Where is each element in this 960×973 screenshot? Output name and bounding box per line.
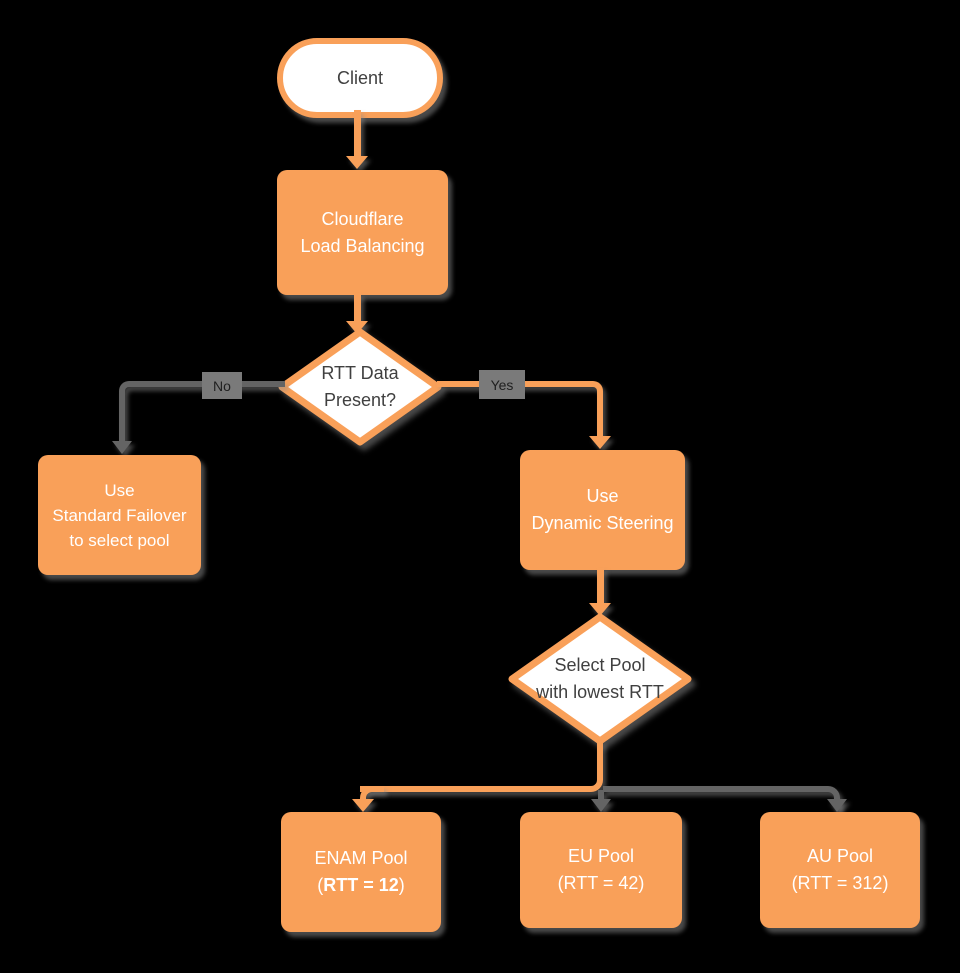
node-enam-pool: ENAM Pool (RTT = 12) xyxy=(281,812,441,932)
node-client: Client xyxy=(277,38,443,118)
edge-select-to-eu xyxy=(598,790,604,801)
node-cloudflare-lb-line2: Load Balancing xyxy=(300,235,425,256)
node-dynamic-steering-line2: Dynamic Steering xyxy=(531,513,674,533)
edge-select-to-enam-segment1 xyxy=(360,741,603,792)
enam-rtt-close: ) xyxy=(398,875,405,895)
node-eu-pool-title: EU Pool xyxy=(567,846,635,866)
arrowhead-no-branch xyxy=(112,441,132,454)
decision-rtt-data-present-shape xyxy=(278,328,442,446)
enam-rtt-value: RTT = 12 xyxy=(323,875,399,895)
edge-select-to-au xyxy=(603,786,840,808)
node-cloudflare-lb-line1: Cloudflare xyxy=(321,208,404,229)
edge-label-yes-text: Yes xyxy=(490,376,514,393)
node-dynamic-steering: Use Dynamic Steering xyxy=(520,450,685,570)
node-dynamic-steering-line1: Use xyxy=(586,486,619,506)
node-cloudflare-load-balancing: Cloudflare Load Balancing xyxy=(277,170,448,295)
arrowhead-select-to-eu xyxy=(591,799,611,812)
edge-select-to-enam-segment2 xyxy=(360,786,384,802)
edge-steering-to-select-pool xyxy=(597,568,604,605)
node-client-label: Client xyxy=(336,67,384,88)
node-au-pool-title: AU Pool xyxy=(806,846,874,866)
enam-rtt-open: ( xyxy=(317,875,324,895)
edge-label-no: No xyxy=(202,372,242,399)
edge-label-yes: Yes xyxy=(479,370,525,399)
node-standard-failover: Use Standard Failover to select pool xyxy=(38,455,201,575)
node-standard-failover-line2: Standard Failover xyxy=(52,505,187,525)
node-enam-pool-rtt: (RTT = 12) xyxy=(317,872,405,899)
node-eu-pool: EU Pool (RTT = 42) xyxy=(520,812,682,928)
node-au-pool: AU Pool (RTT = 312) xyxy=(760,812,920,928)
edge-label-no-text: No xyxy=(213,377,231,394)
arrowhead-yes-branch xyxy=(589,436,611,449)
node-standard-failover-line1: Use xyxy=(104,480,135,500)
arrowhead-select-to-au xyxy=(827,799,847,812)
node-enam-pool-title: ENAM Pool xyxy=(314,848,408,868)
arrowhead-select-to-enam xyxy=(352,799,374,812)
edge-lb-to-rtt-decision xyxy=(354,293,361,324)
edge-client-to-lb xyxy=(354,110,361,158)
node-standard-failover-line3: to select pool xyxy=(69,530,170,550)
arrowhead-client-to-lb xyxy=(346,156,368,169)
arrowhead-steering-to-select-pool xyxy=(589,603,611,616)
node-au-pool-rtt: (RTT = 312) xyxy=(791,873,889,893)
decision-select-pool-shape xyxy=(508,613,692,745)
node-eu-pool-rtt: (RTT = 42) xyxy=(557,873,645,893)
